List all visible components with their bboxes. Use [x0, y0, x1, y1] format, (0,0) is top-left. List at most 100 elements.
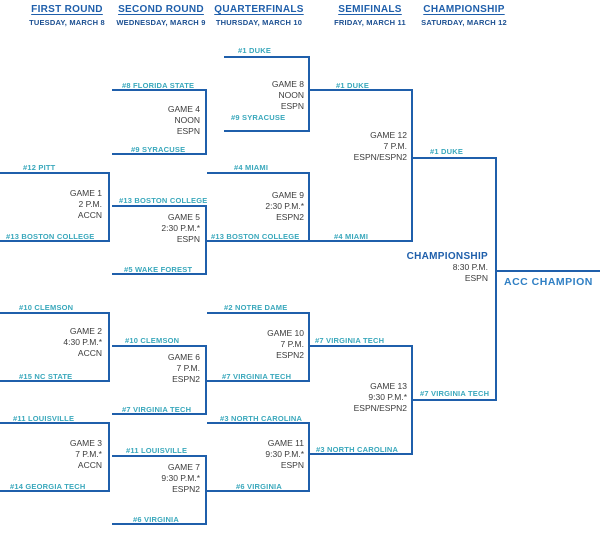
game-4-time: NOON: [174, 115, 201, 125]
game-6-top-team: #10 CLEMSON: [125, 336, 180, 345]
final-top-feed-team: #1 DUKE: [430, 147, 464, 156]
game-6-network: ESPN2: [172, 374, 200, 384]
game-5-info: GAME 5 2:30 P.M.* ESPN: [105, 212, 200, 245]
round-date: THURSDAY, MARCH 10: [215, 18, 303, 27]
game-5-network: ESPN: [176, 234, 200, 244]
game-11-label: GAME 11: [267, 438, 304, 448]
game-12-info: GAME 12 7 P.M. ESPN/ESPN2: [305, 130, 407, 163]
game-box-7[interactable]: [112, 455, 207, 525]
game-3-network: ACCN: [77, 460, 102, 470]
game-4-network: ESPN: [176, 126, 200, 136]
game-13-top-team: #7 VIRGINIA TECH: [315, 336, 385, 345]
championship-title: CHAMPIONSHIP: [406, 251, 488, 262]
game-6-label: GAME 6: [167, 352, 200, 362]
game-9-label: GAME 9: [271, 190, 304, 200]
round-date: WEDNESDAY, MARCH 9: [116, 18, 206, 27]
game-10-time: 7 P.M.: [280, 339, 304, 349]
game-1-label: GAME 1: [69, 188, 102, 198]
game-13-time: 9:30 P.M.*: [368, 392, 407, 402]
game-8-label: GAME 8: [271, 79, 304, 89]
game-12-label: GAME 12: [370, 130, 407, 140]
game-13-network: ESPN/ESPN2: [353, 403, 407, 413]
game-box-2[interactable]: [0, 312, 110, 382]
game-11-top-team: #3 NORTH CAROLINA: [220, 414, 303, 423]
game-8-top-team: #1 DUKE: [238, 46, 272, 55]
championship-network: ESPN: [464, 273, 488, 283]
game-11-network: ESPN: [280, 460, 304, 470]
game-7-bottom-team: #6 VIRGINIA: [133, 515, 179, 524]
championship-info: CHAMPIONSHIP 8:30 P.M. ESPN: [378, 251, 488, 284]
game-3-top-team: #11 LOUISVILLE: [13, 414, 75, 423]
game-3-bottom-team: #14 GEORGIA TECH: [10, 482, 86, 491]
game-12-top-team: #1 DUKE: [336, 81, 370, 90]
game-3-label: GAME 3: [69, 438, 102, 448]
game-2-label: GAME 2: [69, 326, 102, 336]
game-9-top-team: #4 MIAMI: [234, 163, 269, 172]
game-1-top-team: #12 PITT: [23, 163, 56, 172]
round-title: QUARTERFINALS: [214, 4, 304, 15]
game-4-top-team: #8 FLORIDA STATE: [122, 81, 195, 90]
game-11-time: 9:30 P.M.*: [265, 449, 304, 459]
game-2-top-team: #10 CLEMSON: [19, 303, 74, 312]
game-6-time: 7 P.M.: [176, 363, 200, 373]
game-6-info: GAME 6 7 P.M. ESPN2: [105, 352, 200, 385]
game-12-network: ESPN/ESPN2: [353, 152, 407, 162]
round-date: TUESDAY, MARCH 8: [29, 18, 105, 27]
game-1-info: GAME 1 2 P.M. ACCN: [4, 188, 102, 221]
game-2-time: 4:30 P.M.*: [63, 337, 102, 347]
game-box-10[interactable]: [207, 312, 310, 382]
game-10-network: ESPN2: [276, 350, 304, 360]
round-title: SEMIFINALS: [338, 4, 402, 15]
column-header-semifinals: SEMIFINALS FRIDAY, MARCH 11: [310, 4, 430, 27]
game-3-info: GAME 3 7 P.M.* ACCN: [4, 438, 102, 471]
game-9-bottom-team: #13 BOSTON COLLEGE: [211, 232, 300, 241]
game-box-8[interactable]: [224, 56, 310, 132]
game-9-network: ESPN2: [276, 212, 304, 222]
game-box-5[interactable]: [112, 205, 207, 275]
game-11-bottom-team: #6 VIRGINIA: [236, 482, 282, 491]
game-7-info: GAME 7 9:30 P.M.* ESPN2: [105, 462, 200, 495]
column-header-championship: CHAMPIONSHIP SATURDAY, MARCH 12: [404, 4, 524, 27]
final-top-feed-line: [413, 157, 497, 159]
game-box-3[interactable]: [0, 422, 110, 492]
game-8-bottom-team: #9 SYRACUSE: [231, 113, 286, 122]
game-6-bottom-team: #7 VIRGINIA TECH: [122, 405, 192, 414]
game-11-info: GAME 11 9:30 P.M.* ESPN: [205, 438, 304, 471]
game-1-bottom-team: #13 BOSTON COLLEGE: [6, 232, 95, 241]
acc-champion-label: ACC CHAMPION: [504, 276, 593, 288]
game-7-time: 9:30 P.M.*: [161, 473, 200, 483]
game-box-11[interactable]: [207, 422, 310, 492]
champion-output-line: [495, 270, 600, 272]
game-box-9[interactable]: [207, 172, 310, 242]
game-7-network: ESPN2: [172, 484, 200, 494]
game-8-time: NOON: [278, 90, 305, 100]
game-10-top-team: #2 NOTRE DAME: [224, 303, 288, 312]
game-box-13[interactable]: [310, 345, 413, 455]
game-5-top-team: #13 BOSTON COLLEGE: [119, 196, 208, 205]
final-bottom-feed-team: #7 VIRGINIA TECH: [420, 389, 490, 398]
column-header-first-round: FIRST ROUND TUESDAY, MARCH 8: [7, 4, 127, 27]
game-7-top-team: #11 LOUISVILLE: [126, 446, 188, 455]
round-title: CHAMPIONSHIP: [423, 4, 505, 15]
game-10-bottom-team: #7 VIRGINIA TECH: [222, 372, 292, 381]
game-9-info: GAME 9 2:30 P.M.* ESPN2: [205, 190, 304, 223]
game-7-label: GAME 7: [167, 462, 200, 472]
game-2-bottom-team: #15 NC STATE: [19, 372, 73, 381]
column-header-second-round: SECOND ROUND WEDNESDAY, MARCH 9: [101, 4, 221, 27]
game-box-6[interactable]: [112, 345, 207, 415]
game-1-time: 2 P.M.: [78, 199, 102, 209]
game-10-label: GAME 10: [267, 328, 304, 338]
round-date: SATURDAY, MARCH 12: [421, 18, 507, 27]
game-9-time: 2:30 P.M.*: [265, 201, 304, 211]
game-box-1[interactable]: [0, 172, 110, 242]
final-bottom-feed-line: [413, 399, 497, 401]
game-5-time: 2:30 P.M.*: [161, 223, 200, 233]
game-2-info: GAME 2 4:30 P.M.* ACCN: [4, 326, 102, 359]
game-box-12[interactable]: [310, 89, 413, 242]
game-4-bottom-team: #9 SYRACUSE: [131, 145, 186, 154]
game-box-4[interactable]: [112, 89, 207, 155]
game-8-info: GAME 8 NOON ESPN: [210, 79, 304, 112]
game-13-label: GAME 13: [370, 381, 407, 391]
final-bracket-spine: [495, 157, 497, 401]
